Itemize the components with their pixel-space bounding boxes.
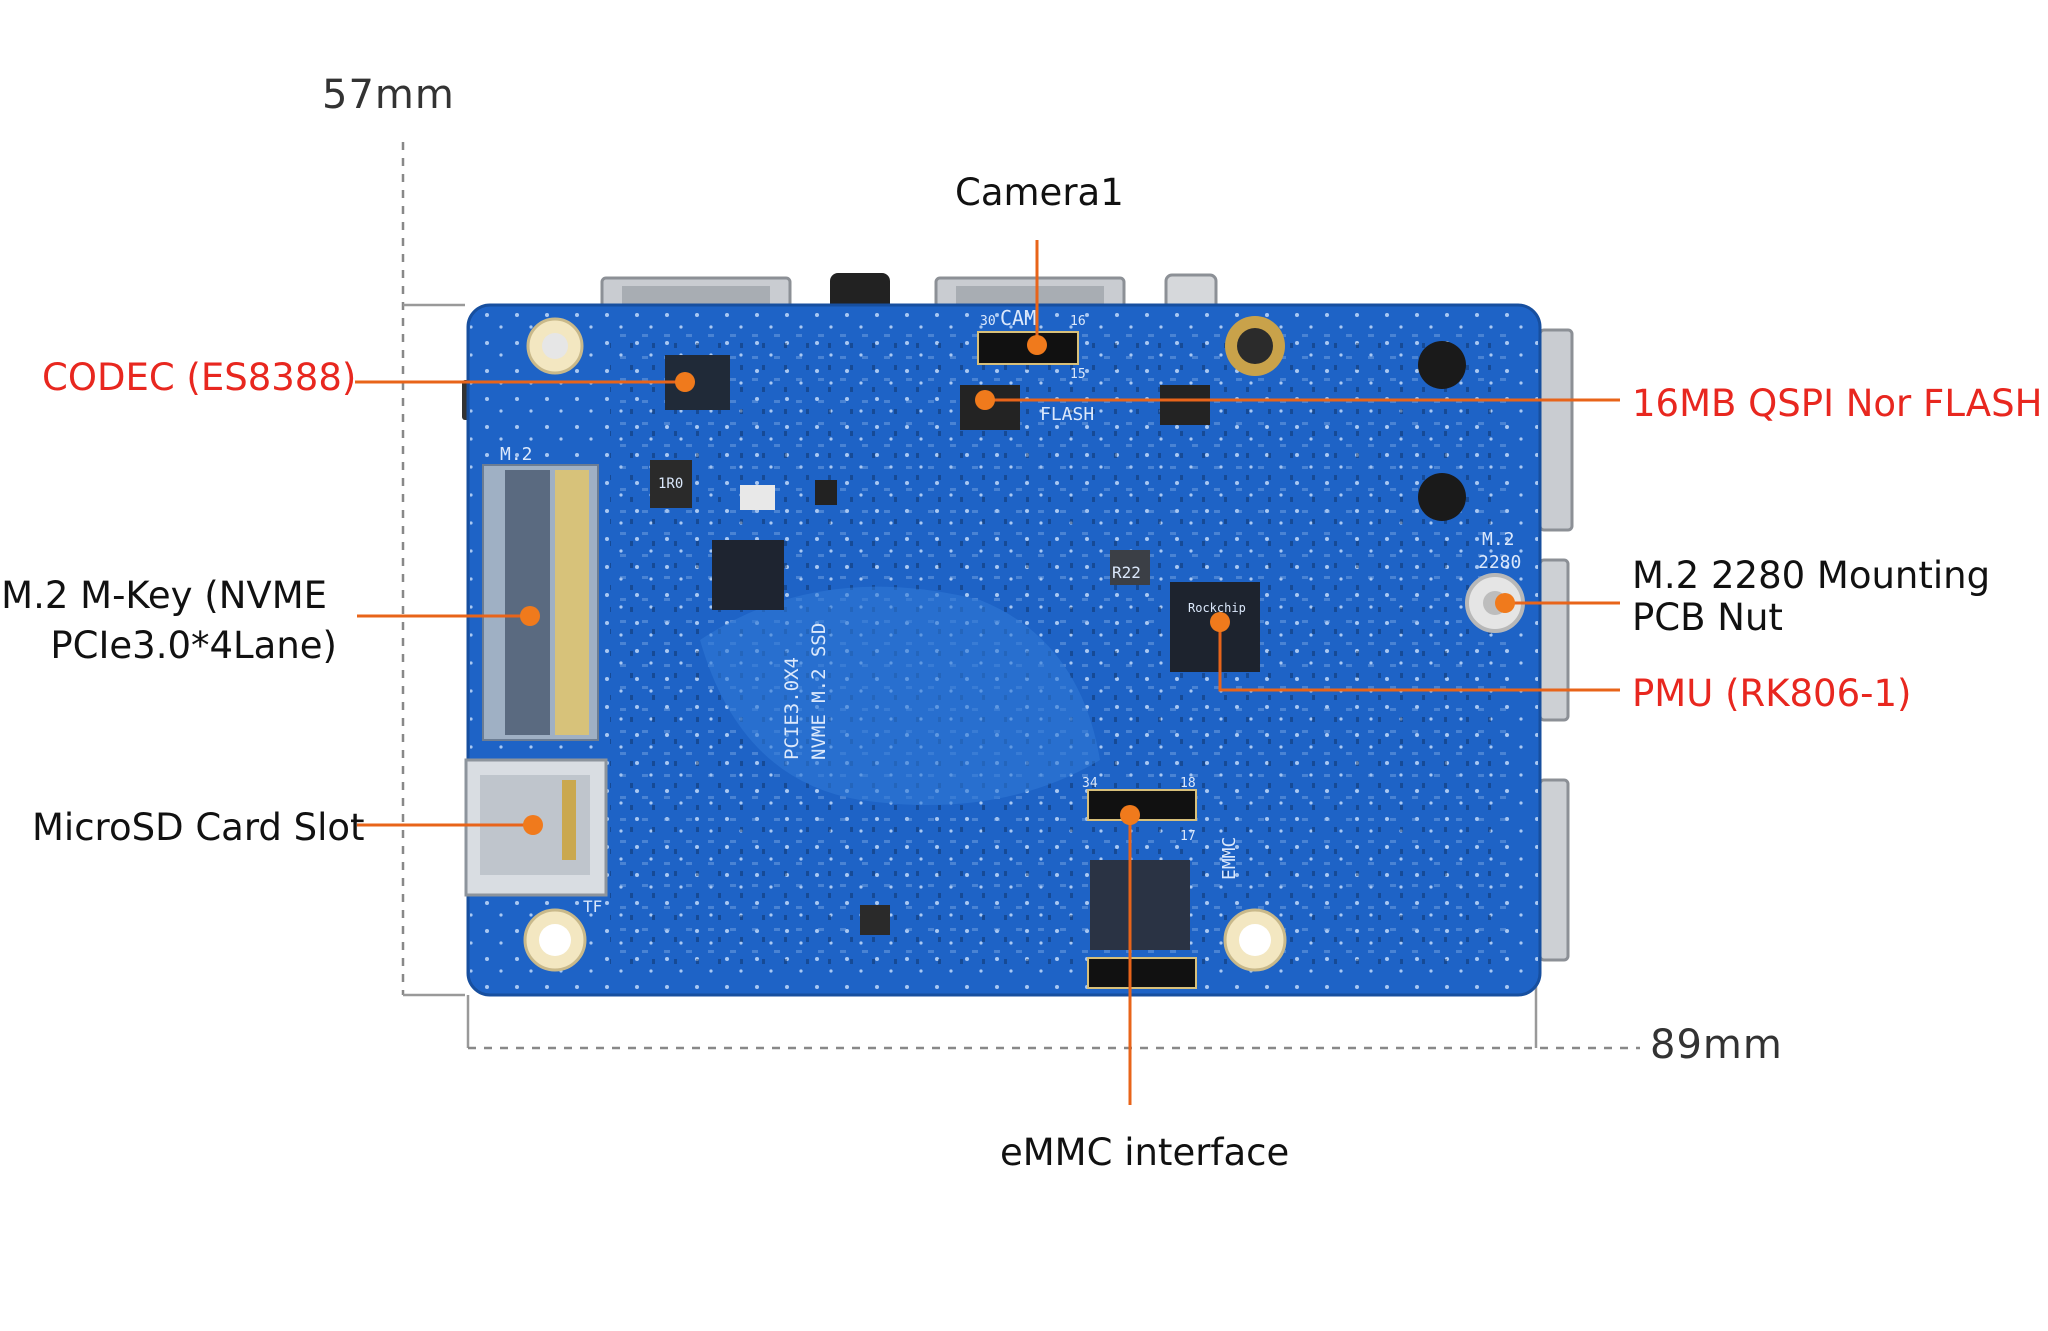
- m2-key-label-line2: PCIe3.0*4Lane): [50, 624, 337, 667]
- height-dimension: 57mm: [322, 72, 455, 118]
- silk-tf: TF: [583, 897, 602, 916]
- pmu-label: PMU (RK806-1): [1632, 672, 1912, 715]
- microsd-label: MicroSD Card Slot: [32, 806, 365, 849]
- silk-code-18: 18: [1180, 776, 1196, 791]
- silk-pcie-1: PCIE3.0X4: [781, 657, 803, 760]
- callout-dots: [520, 335, 1515, 835]
- silk-emmc: EMMC: [1219, 837, 1240, 880]
- mount-label-line1: M.2 2280 Mounting: [1632, 554, 1991, 597]
- silk-code-15: 15: [1070, 367, 1086, 382]
- dimension-lines: [401, 142, 1640, 1050]
- silk-code-34: 34: [1082, 776, 1098, 791]
- silk-pcie-2: NVME M.2 SSD: [808, 623, 830, 760]
- m2-key-label-line1: M.2 M-Key (NVME: [1, 574, 327, 617]
- flash-label: 16MB QSPI Nor FLASH: [1632, 382, 2043, 425]
- emmc-label: eMMC interface: [1000, 1131, 1290, 1174]
- silk-code-17: 17: [1180, 829, 1196, 844]
- silk-2280: 2280: [1478, 552, 1521, 573]
- width-dimension: 89mm: [1650, 1022, 1783, 1068]
- silk-code-30: 30: [980, 314, 996, 329]
- m2-slot: [482, 464, 599, 741]
- silk-flash: FLASH: [1040, 404, 1094, 425]
- silk-soc-brand: Rockchip: [1188, 601, 1246, 615]
- silk-m2: M.2: [500, 444, 533, 465]
- silk-1r0: 1R0: [658, 476, 683, 492]
- mount-label-line2: PCB Nut: [1632, 596, 1783, 639]
- codec-label: CODEC (ES8388): [42, 356, 357, 399]
- microsd-slot: [464, 758, 608, 897]
- silk-m2-2280-label: M.2: [1482, 529, 1515, 550]
- callout-lines: [355, 240, 1620, 1105]
- camera-label: Camera1: [955, 171, 1124, 214]
- silk-cam: CAM: [1000, 306, 1036, 330]
- silk-code-16: 16: [1070, 314, 1086, 329]
- silk-r22: R22: [1112, 563, 1141, 582]
